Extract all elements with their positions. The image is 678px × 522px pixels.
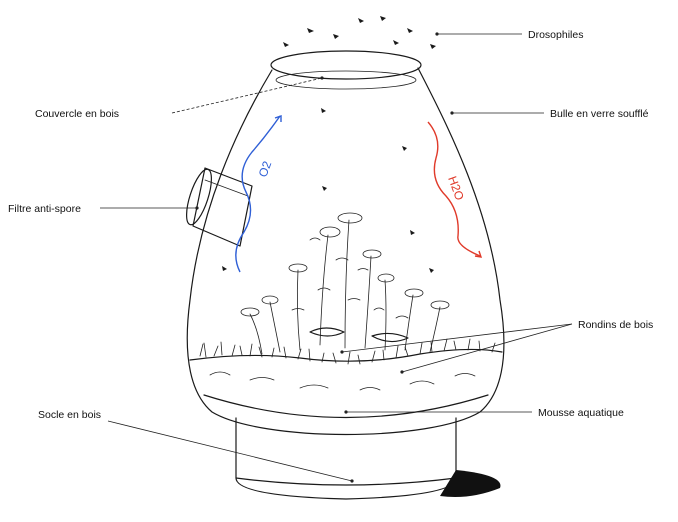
- label-filtre: Filtre anti-spore: [8, 203, 81, 215]
- o2-label: O2: [256, 159, 275, 179]
- fruit-flies: [222, 16, 436, 273]
- glass-bulb: [187, 68, 504, 435]
- label-rondins: Rondins de bois: [578, 319, 653, 331]
- label-mousse: Mousse aquatique: [538, 407, 624, 419]
- base-shadow: [440, 470, 500, 497]
- anti-spore-filter: [181, 167, 252, 246]
- leader-lines: [100, 32, 572, 482]
- label-couvercle: Couvercle en bois: [35, 108, 119, 120]
- label-bulle: Bulle en verre soufflé: [550, 108, 649, 120]
- label-drosophiles: Drosophiles: [528, 29, 583, 41]
- wooden-lid: [271, 51, 421, 89]
- moss-ground: [190, 339, 502, 390]
- label-socle: Socle en bois: [38, 409, 101, 421]
- mushroom-colony: [241, 213, 449, 354]
